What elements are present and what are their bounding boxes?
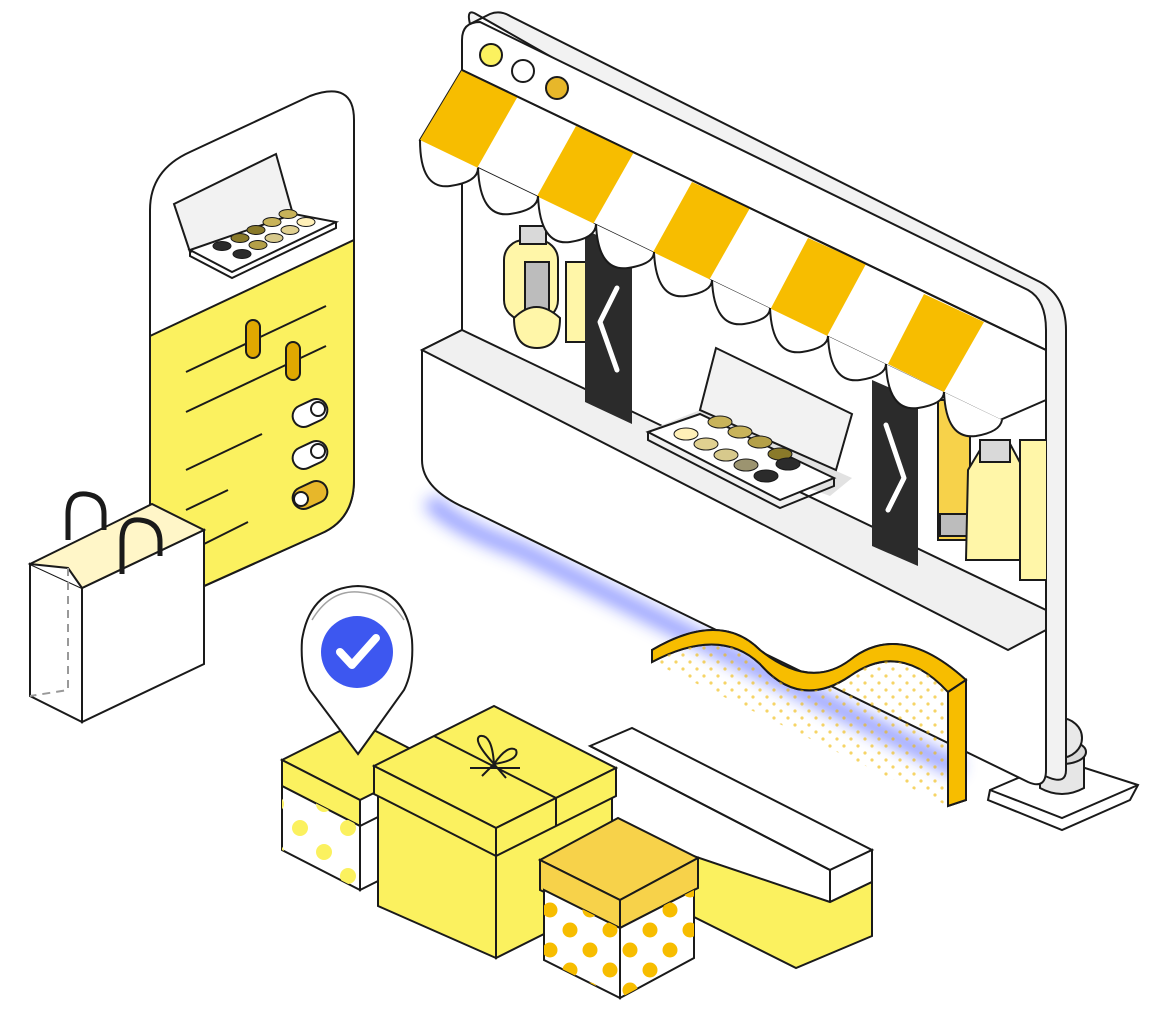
location-pin[interactable] (300, 584, 414, 756)
gift-box-large (371, 704, 619, 960)
eyeshadow-palette-featured[interactable] (645, 346, 854, 510)
carousel-next[interactable] (872, 380, 918, 566)
toggle-2[interactable] (289, 437, 331, 472)
filter-slider-handle-2[interactable] (285, 341, 301, 381)
toggle-3[interactable] (289, 477, 331, 512)
phone (149, 90, 355, 598)
filter-slider-handle-1[interactable] (245, 319, 261, 359)
wavy-banner (651, 629, 968, 808)
option-line-2 (185, 489, 229, 511)
chevron-right-icon[interactable] (883, 422, 907, 513)
chevron-left-icon[interactable] (597, 285, 620, 373)
filter-slider-track-2[interactable] (185, 345, 327, 413)
eyeshadow-palette-phone[interactable] (172, 152, 340, 280)
perfume-bottles-left (503, 225, 589, 350)
option-line-1 (185, 433, 263, 471)
window-dot-yellow[interactable] (479, 43, 503, 67)
window-dot-white[interactable] (511, 59, 535, 83)
store-awning (418, 68, 1047, 438)
gift-box-back-left (279, 720, 439, 892)
shopping-bag-icon (27, 491, 207, 724)
check-circle-icon (321, 616, 393, 688)
carousel-prev[interactable] (585, 230, 632, 424)
toggle-1[interactable] (289, 395, 331, 430)
window-dot-gold[interactable] (545, 76, 569, 100)
monitor (418, 11, 1140, 832)
ribbon-bow-icon (470, 734, 520, 779)
gift-box-small-dotted (537, 816, 701, 1000)
